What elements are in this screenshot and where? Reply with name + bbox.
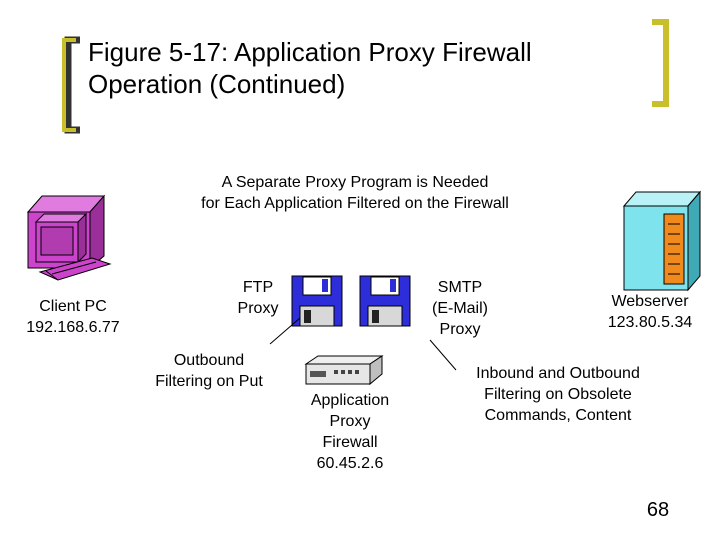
client-pc-ip: 192.168.6.77: [26, 319, 120, 336]
title-line-2: Operation (Continued): [88, 69, 346, 99]
firewall-line-3: Firewall: [322, 434, 378, 451]
ftp-connector: [269, 317, 301, 345]
client-pc-name: Client PC: [39, 298, 107, 315]
firewall-line-1: Application: [310, 392, 390, 409]
subtitle-line-2: for Each Application Filtered on the Fir…: [201, 195, 509, 212]
outbound-annotation: Outbound Filtering on Put: [136, 350, 282, 392]
webserver-label: Webserver 123.80.5.34: [590, 291, 710, 333]
smtp-line-2: (E-Mail): [432, 300, 488, 317]
firewall-line-4: 60.45.2.6: [316, 455, 384, 472]
subtitle-line-1: A Separate Proxy Program is Needed: [221, 174, 489, 191]
diagram-subtitle: A Separate Proxy Program is Needed for E…: [150, 172, 560, 214]
smtp-proxy-label: SMTP (E-Mail) Proxy: [418, 277, 502, 340]
webserver-ip: 123.80.5.34: [607, 314, 693, 331]
webserver-name: Webserver: [611, 293, 689, 310]
inbound-line-3: Commands, Content: [484, 407, 632, 424]
smtp-connector: [429, 339, 457, 371]
inbound-line-2: Filtering on Obsolete: [484, 386, 632, 403]
page-number: 68: [646, 499, 670, 521]
client-pc-label: Client PC 192.168.6.77: [8, 296, 138, 338]
outbound-line-2: Filtering on Put: [155, 373, 263, 390]
ftp-line-2: Proxy: [237, 300, 279, 317]
ftp-line-1: FTP: [242, 279, 274, 296]
smtp-line-3: Proxy: [439, 321, 481, 338]
firewall-label: Application Proxy Firewall 60.45.2.6: [290, 390, 410, 474]
smtp-line-1: SMTP: [437, 279, 483, 296]
title-line-1: Figure 5-17: Application Proxy Firewall: [88, 37, 532, 67]
page-title: Figure 5-17: Application Proxy Firewall …: [88, 36, 648, 100]
inbound-line-1: Inbound and Outbound: [476, 365, 640, 382]
ftp-proxy-label: FTP Proxy: [222, 277, 294, 319]
firewall-line-2: Proxy: [329, 413, 371, 430]
outbound-line-1: Outbound: [173, 352, 245, 369]
inbound-annotation: Inbound and Outbound Filtering on Obsole…: [458, 363, 658, 426]
